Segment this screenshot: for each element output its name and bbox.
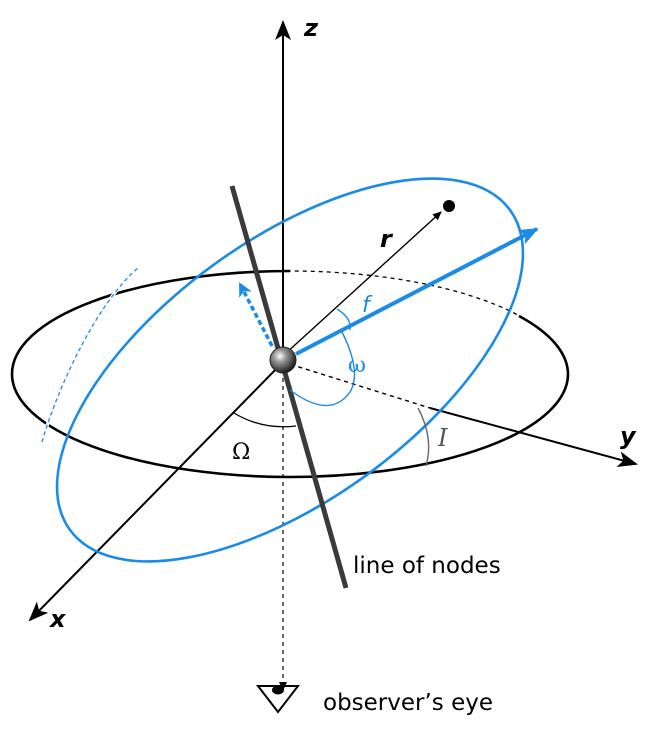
- orbit-hidden-segment-dashed: [41, 267, 139, 443]
- radius-vector-label: r: [380, 225, 394, 253]
- x-axis: [28, 361, 284, 622]
- sphere-icon: [269, 346, 297, 374]
- argument-of-periapsis-label: ω: [348, 353, 366, 378]
- periapsis-vector: [295, 227, 539, 356]
- orbit-ellipse: [55, 177, 525, 563]
- true-anomaly-arc: [336, 308, 351, 331]
- y-axis: [429, 407, 638, 467]
- inclination-arc: [417, 407, 430, 467]
- true-anomaly-label: f: [362, 293, 373, 318]
- inclination-label: I: [437, 424, 448, 452]
- reference-plane-left-top: [10, 269, 291, 375]
- line-of-nodes: [229, 185, 349, 589]
- ascending-node-longitude-label: Ω: [232, 440, 250, 465]
- periapsis-projection: [282, 361, 431, 409]
- dot-icon: [443, 200, 455, 212]
- y-axis-label: y: [620, 422, 637, 450]
- eye-icon: [255, 685, 301, 714]
- observer-label: observer’s eye: [323, 690, 493, 716]
- orbit-hidden-segment: [40, 266, 140, 443]
- ascending-node-arrow: [238, 282, 274, 347]
- reference-plane-front: [10, 373, 570, 479]
- z-axis-label: z: [303, 14, 319, 42]
- argument-of-periapsis-arc: [289, 331, 356, 407]
- x-axis-label: x: [49, 605, 67, 633]
- line-of-nodes-label: line of nodes: [353, 553, 501, 579]
- reference-plane-right-top: [518, 314, 570, 375]
- node-longitude-arc: [233, 412, 297, 428]
- radius-vector: [284, 211, 442, 355]
